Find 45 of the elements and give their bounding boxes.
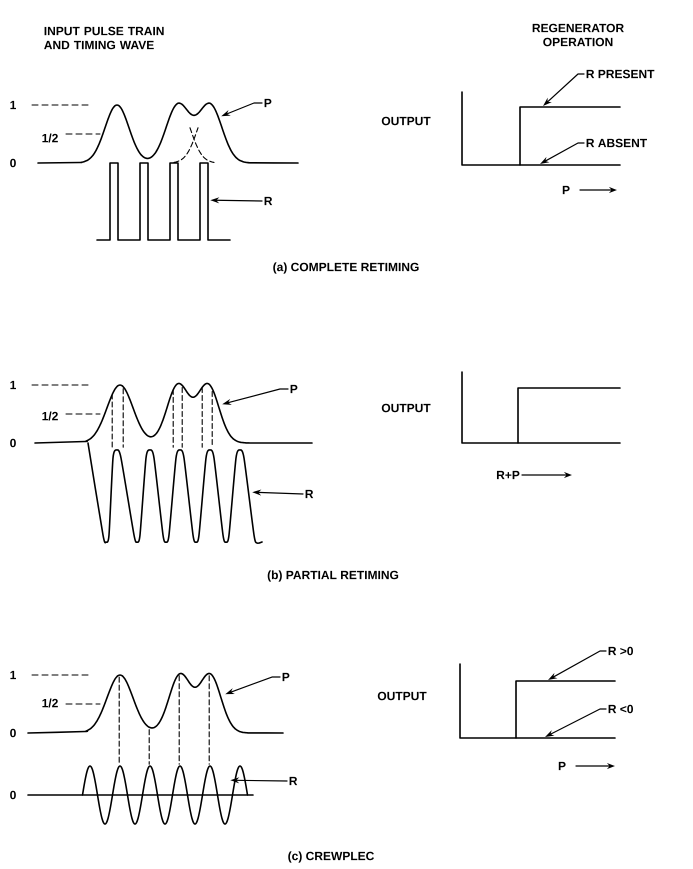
signal-label: R: [264, 196, 272, 206]
signal-label: P: [282, 672, 290, 682]
signal-label: R PRESENT: [586, 70, 654, 78]
axis-label: OUTPUT: [382, 116, 431, 126]
dashed-sample-line: [202, 386, 203, 448]
dashed-sample-line: [208, 675, 210, 765]
tick-label: 0: [10, 438, 16, 448]
dashed-sample-line: [182, 386, 183, 448]
axis-label: OUTPUT: [378, 692, 427, 700]
timing-waveform: [82, 765, 248, 825]
signal-label: R >0: [608, 646, 633, 656]
dashed-sample-line: [122, 388, 124, 448]
heading: REGENERATOR OPERATION: [532, 24, 624, 46]
tick-label: 1/2: [42, 412, 58, 420]
tick-label: 1: [10, 100, 16, 110]
axis-label: R+P: [496, 470, 520, 480]
tick-label: 1: [10, 670, 16, 680]
signal-label: R <0: [608, 704, 633, 714]
dashed-sample-line: [178, 675, 180, 765]
signal-label: P: [264, 98, 272, 108]
caption: (c) CREWPLEC: [288, 851, 374, 863]
dashed-sample-line: [118, 676, 120, 765]
timing-waveform: [87, 442, 263, 544]
heading: INPUT PULSE TRAIN AND TIMING WAVE: [44, 26, 164, 50]
tick-label: 0: [10, 790, 16, 800]
pulse-waveform: [27, 672, 284, 734]
tick-label: 1/2: [42, 698, 58, 708]
dashed-sample-line: [148, 729, 150, 765]
dashed-sample-line: [112, 393, 113, 448]
dashed-sample-line: [172, 388, 174, 448]
signal-label: R ABSENT: [586, 138, 647, 148]
tick-label: 1: [10, 380, 16, 390]
caption: (b) PARTIAL RETIMING: [268, 570, 398, 582]
axis-label: P: [558, 762, 566, 770]
pulse-waveform: [34, 382, 313, 444]
tick-label: 1/2: [42, 134, 58, 142]
caption: (a) COMPLETE RETIMING: [273, 262, 419, 274]
timing-waveform: [96, 162, 231, 241]
tick-label: 0: [10, 728, 16, 738]
dashed-sample-line: [212, 390, 213, 448]
tick-label: 0: [10, 158, 16, 168]
signal-label: R: [290, 776, 298, 786]
axis-label: P: [562, 186, 570, 194]
signal-label: R: [306, 490, 314, 498]
axis-label: OUTPUT: [382, 404, 431, 412]
